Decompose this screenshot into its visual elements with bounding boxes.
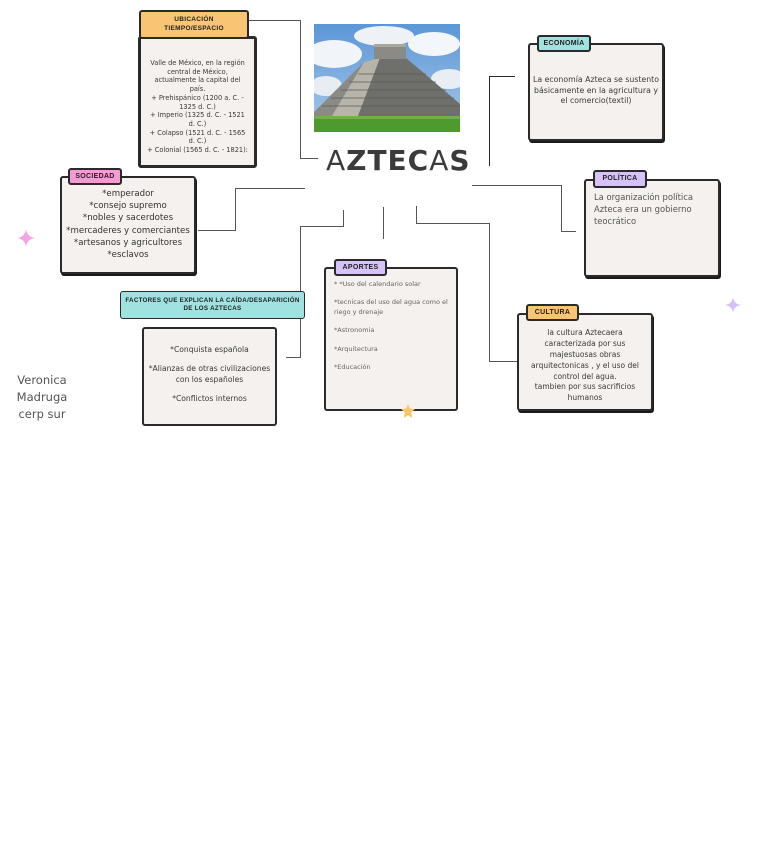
ubicacion-label-line2: TIEMPO/ESPACIO bbox=[164, 24, 224, 32]
connector-line bbox=[198, 230, 236, 231]
sociedad-item: *consejo supremo bbox=[89, 201, 167, 212]
sparkle-icon bbox=[725, 297, 741, 313]
sociedad-list: *emperador *consejo supremo *nobles y sa… bbox=[62, 178, 194, 261]
ubicacion-line: + Colonial (1565 d. C. - 1821): bbox=[147, 146, 248, 155]
factores-item: *Alianzas de otras civilizaciones con lo… bbox=[148, 364, 271, 384]
connector-line bbox=[561, 185, 562, 232]
sociedad-item: *artesanos y agricultores bbox=[73, 237, 183, 248]
factores-item: *Conflictos internos bbox=[172, 393, 247, 403]
politica-card: La organización política Azteca era un g… bbox=[584, 179, 720, 277]
connector-line bbox=[300, 226, 344, 227]
pyramid-image bbox=[314, 24, 460, 132]
sociedad-item: *mercaderes y comerciantes bbox=[66, 225, 190, 236]
ubicacion-card: Valle de México, en la región central de… bbox=[138, 36, 257, 168]
aportes-item: *tecnicas del uso del agua como el riego… bbox=[334, 298, 448, 316]
connector-line bbox=[472, 185, 562, 186]
politica-label: POLÍTICA bbox=[593, 170, 647, 188]
connector-line bbox=[416, 206, 417, 224]
ubicacion-line: Valle de México, en la región central de… bbox=[150, 59, 245, 94]
economia-card: La economía Azteca se sustento básicamen… bbox=[528, 43, 664, 141]
connector-line bbox=[489, 76, 515, 77]
aportes-item: * *Uso del calendario solar bbox=[334, 280, 421, 288]
aportes-item: *Educación bbox=[334, 363, 371, 372]
sociedad-label: SOCIEDAD bbox=[68, 168, 122, 185]
connector-line bbox=[383, 207, 384, 239]
connector-line bbox=[489, 361, 517, 362]
connector-line bbox=[561, 231, 576, 232]
factores-item: *Conquista española bbox=[170, 345, 249, 354]
sociedad-item: *emperador bbox=[102, 189, 154, 199]
economia-label: ECONOMÍA bbox=[537, 35, 591, 52]
ubicacion-text: Valle de México, en la región central de… bbox=[141, 39, 254, 155]
connector-line bbox=[235, 188, 305, 189]
factores-card: *Conquista española *Alianzas de otras c… bbox=[142, 327, 277, 426]
ubicacion-label-line1: UBICACIÓN bbox=[174, 15, 214, 23]
page-title: AZTECAS bbox=[326, 144, 471, 177]
sociedad-item: *esclavos bbox=[107, 250, 149, 261]
factores-label: FACTORES QUE EXPLICAN LA CAÍDA/DESAPARIC… bbox=[120, 291, 305, 319]
author-credit: Veronica Madruga cerp sur bbox=[10, 372, 74, 423]
cultura-line: la cultura Aztecaera caracterizada por s… bbox=[531, 328, 639, 381]
sparkle-icon bbox=[17, 229, 35, 247]
cultura-text: la cultura Aztecaera caracterizada por s… bbox=[519, 315, 651, 404]
connector-line bbox=[232, 20, 300, 21]
cultura-label: CULTURA bbox=[526, 304, 579, 321]
connector-line bbox=[286, 357, 301, 358]
ubicacion-line: + Imperio (1325 d. C. - 1521 d. C.) bbox=[150, 111, 245, 128]
aportes-list: * *Uso del calendario solar *tecnicas de… bbox=[326, 269, 456, 373]
cultura-line: tambien por sus sacrificios humanos bbox=[534, 382, 636, 403]
connector-line bbox=[489, 223, 490, 361]
cultura-card: la cultura Aztecaera caracterizada por s… bbox=[517, 313, 653, 411]
sociedad-card: *emperador *consejo supremo *nobles y sa… bbox=[60, 176, 196, 274]
aportes-card: * *Uso del calendario solar *tecnicas de… bbox=[324, 267, 458, 411]
star-icon bbox=[401, 404, 415, 418]
economia-text: La economía Azteca se sustento básicamen… bbox=[532, 75, 660, 106]
author-institution: cerp sur bbox=[18, 407, 66, 421]
connector-line bbox=[300, 20, 301, 158]
connector-line bbox=[416, 223, 490, 224]
factores-list: *Conquista española *Alianzas de otras c… bbox=[144, 329, 275, 404]
connector-line bbox=[489, 76, 490, 166]
ubicacion-label: UBICACIÓN TIEMPO/ESPACIO bbox=[139, 10, 249, 39]
connector-line bbox=[235, 188, 236, 230]
ubicacion-line: + Colapso (1521 d. C. - 1565 d. C.) bbox=[149, 128, 246, 146]
aportes-label: APORTES bbox=[334, 259, 387, 276]
author-name-last: Madruga bbox=[16, 390, 68, 404]
author-name-first: Veronica bbox=[17, 373, 67, 387]
connector-line bbox=[343, 210, 344, 226]
aportes-item: *Astronomia bbox=[334, 326, 375, 335]
ubicacion-line: + Prehispánico (1200 a. C. - 1325 d. C.) bbox=[151, 93, 244, 111]
politica-text: La organización política Azteca era un g… bbox=[594, 192, 693, 227]
connector-line bbox=[300, 158, 318, 159]
sociedad-item: *nobles y sacerdotes bbox=[82, 213, 174, 224]
aportes-item: *Arquitectura bbox=[334, 344, 378, 353]
